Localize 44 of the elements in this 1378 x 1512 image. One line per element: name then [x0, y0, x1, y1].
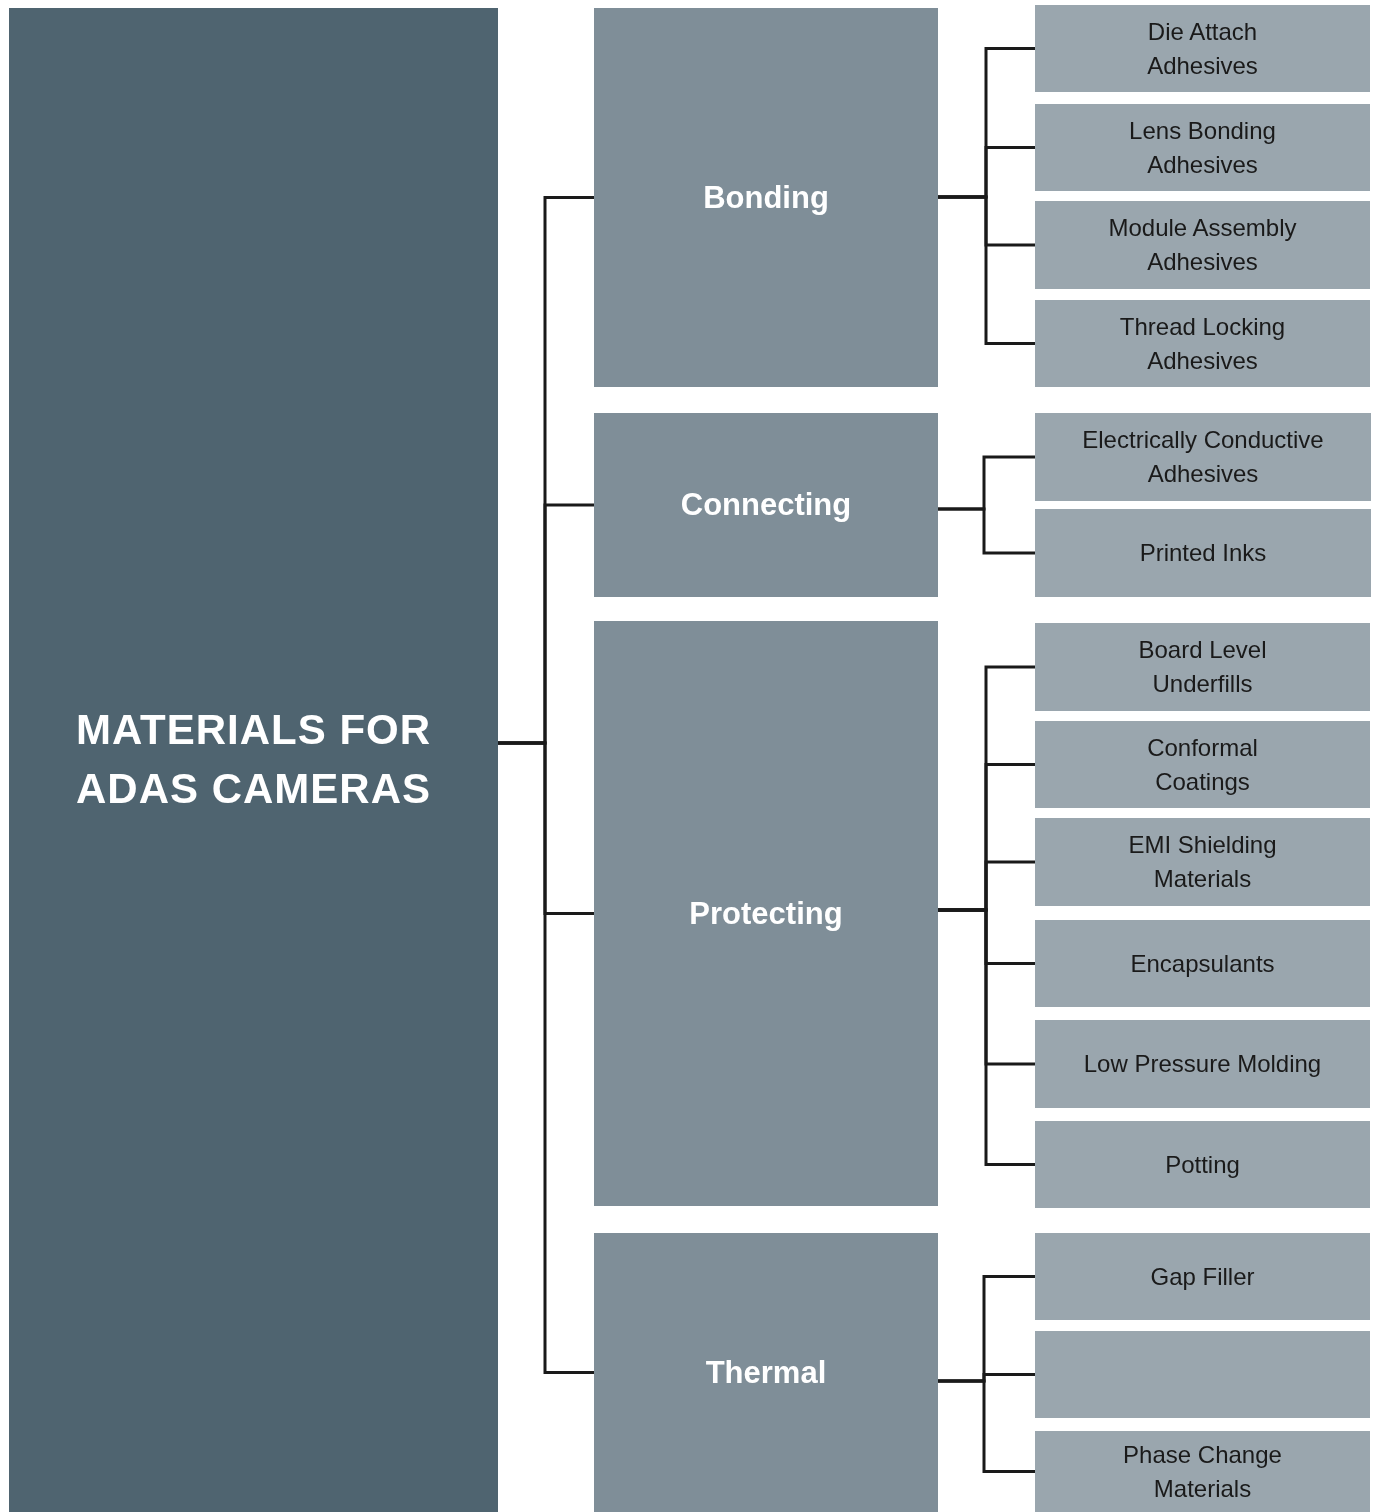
material-label: Die Attach Adhesives [1146, 16, 1259, 81]
material-box [1035, 920, 1370, 1007]
material-label: EMI Shielding Materials [1127, 830, 1278, 894]
material-box [1035, 300, 1370, 387]
category-box [594, 413, 938, 597]
material-box [1035, 1233, 1370, 1320]
connector-line [938, 1379, 1035, 1473]
material-box [1035, 818, 1370, 906]
connector-line [938, 908, 1035, 1166]
category-box [594, 621, 938, 1206]
material-label: Printed Inks [1139, 538, 1267, 569]
material-box [1035, 5, 1370, 92]
connector-line [498, 741, 594, 1374]
category-box [594, 8, 938, 387]
material-label: Gap Filler [1150, 1261, 1255, 1292]
material-box [1035, 1020, 1370, 1108]
material-box [1035, 1431, 1370, 1512]
empty-box [1035, 1331, 1370, 1418]
material-box [1035, 623, 1370, 711]
material-label: Thread Locking Adhesives [1118, 311, 1287, 376]
connector-line [938, 507, 1035, 555]
connector-line [938, 195, 1035, 345]
material-box [1035, 201, 1370, 289]
material-label: Electrically Conductive Adhesives [1081, 425, 1325, 489]
material-label: Module Assembly Adhesives [1107, 213, 1298, 277]
title-panel [9, 8, 498, 1512]
material-box [1035, 721, 1370, 808]
category-label: Connecting [680, 487, 852, 523]
material-label: Potting [1165, 1149, 1240, 1180]
material-box [1035, 104, 1370, 191]
material-label: Phase Change Materials [1122, 1439, 1283, 1504]
category-label: Thermal [705, 1354, 827, 1391]
material-label: Lens Bonding Adhesives [1128, 115, 1277, 180]
material-box [1035, 413, 1371, 501]
material-box [1035, 509, 1371, 597]
material-label: Board Level Underfills [1137, 635, 1268, 699]
material-label: Encapsulants [1130, 948, 1275, 979]
node-label: MATERIALS FOR ADAS CAMERAS [74, 705, 433, 814]
material-box [1035, 1121, 1370, 1208]
material-label: Low Pressure Molding [1083, 1049, 1322, 1080]
category-box [594, 1233, 938, 1512]
material-label: Conformal Coatings [1146, 732, 1259, 797]
category-label: Bonding [703, 179, 829, 216]
category-label: Protecting [689, 895, 843, 932]
